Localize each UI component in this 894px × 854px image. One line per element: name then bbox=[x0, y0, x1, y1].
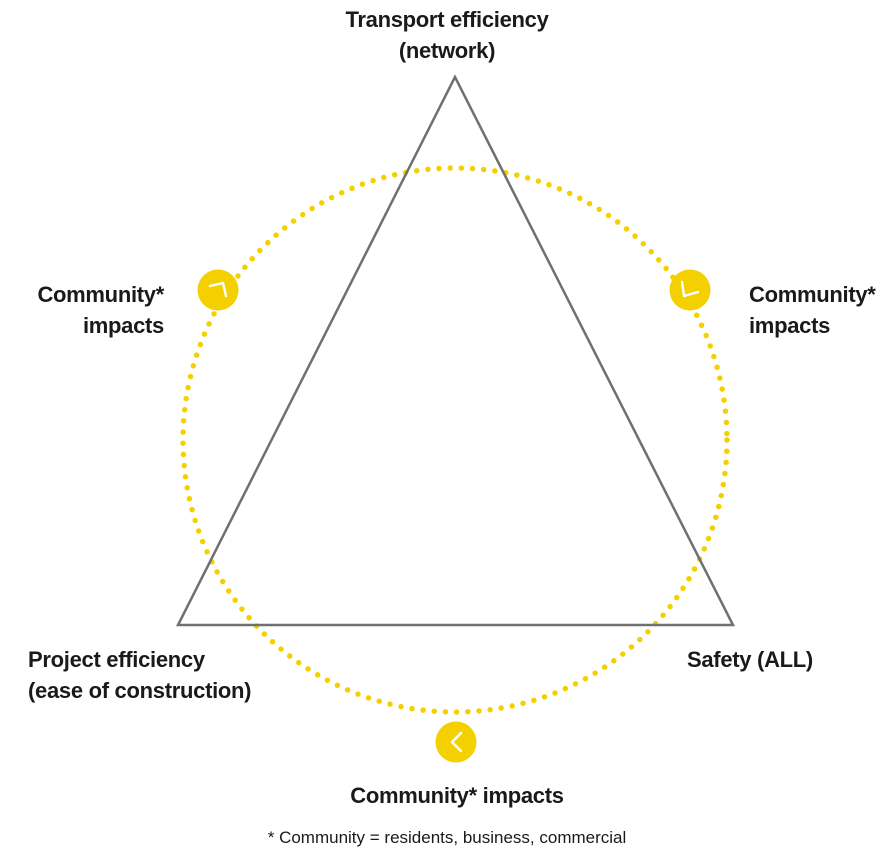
right-community-marker bbox=[669, 269, 711, 311]
label-line: impacts bbox=[749, 313, 831, 338]
chevron-icon bbox=[680, 280, 700, 298]
label-line: Community* bbox=[37, 282, 164, 307]
project-efficiency-label: Project efficiency (ease of construction… bbox=[28, 644, 252, 706]
label-line: Project efficiency bbox=[28, 647, 205, 672]
community-impacts-dotted-circle bbox=[180, 165, 730, 715]
label-line: impacts bbox=[82, 313, 164, 338]
label-line: Transport efficiency bbox=[345, 7, 549, 32]
chevron-icon bbox=[208, 281, 228, 298]
label-line: Community* bbox=[749, 282, 876, 307]
label-line: (ease of construction) bbox=[28, 678, 252, 703]
left-community-marker bbox=[197, 269, 239, 311]
bottom-community-marker bbox=[435, 721, 477, 763]
right-community-impacts-label: Community* impacts bbox=[749, 279, 876, 341]
left-community-impacts-label: Community* impacts bbox=[37, 279, 164, 341]
label-line: (network) bbox=[398, 38, 496, 63]
footnote: * Community = residents, business, comme… bbox=[267, 828, 627, 847]
label-line: Safety (ALL) bbox=[687, 647, 813, 672]
bottom-community-impacts-label: Community* impacts bbox=[350, 780, 564, 811]
chevron-left-icon bbox=[450, 731, 463, 753]
label-line: Community* impacts bbox=[350, 783, 564, 808]
transport-efficiency-label: Transport efficiency (network) bbox=[345, 4, 548, 66]
safety-label: Safety (ALL) bbox=[687, 644, 813, 675]
trade-off-triangle bbox=[175, 74, 736, 627]
